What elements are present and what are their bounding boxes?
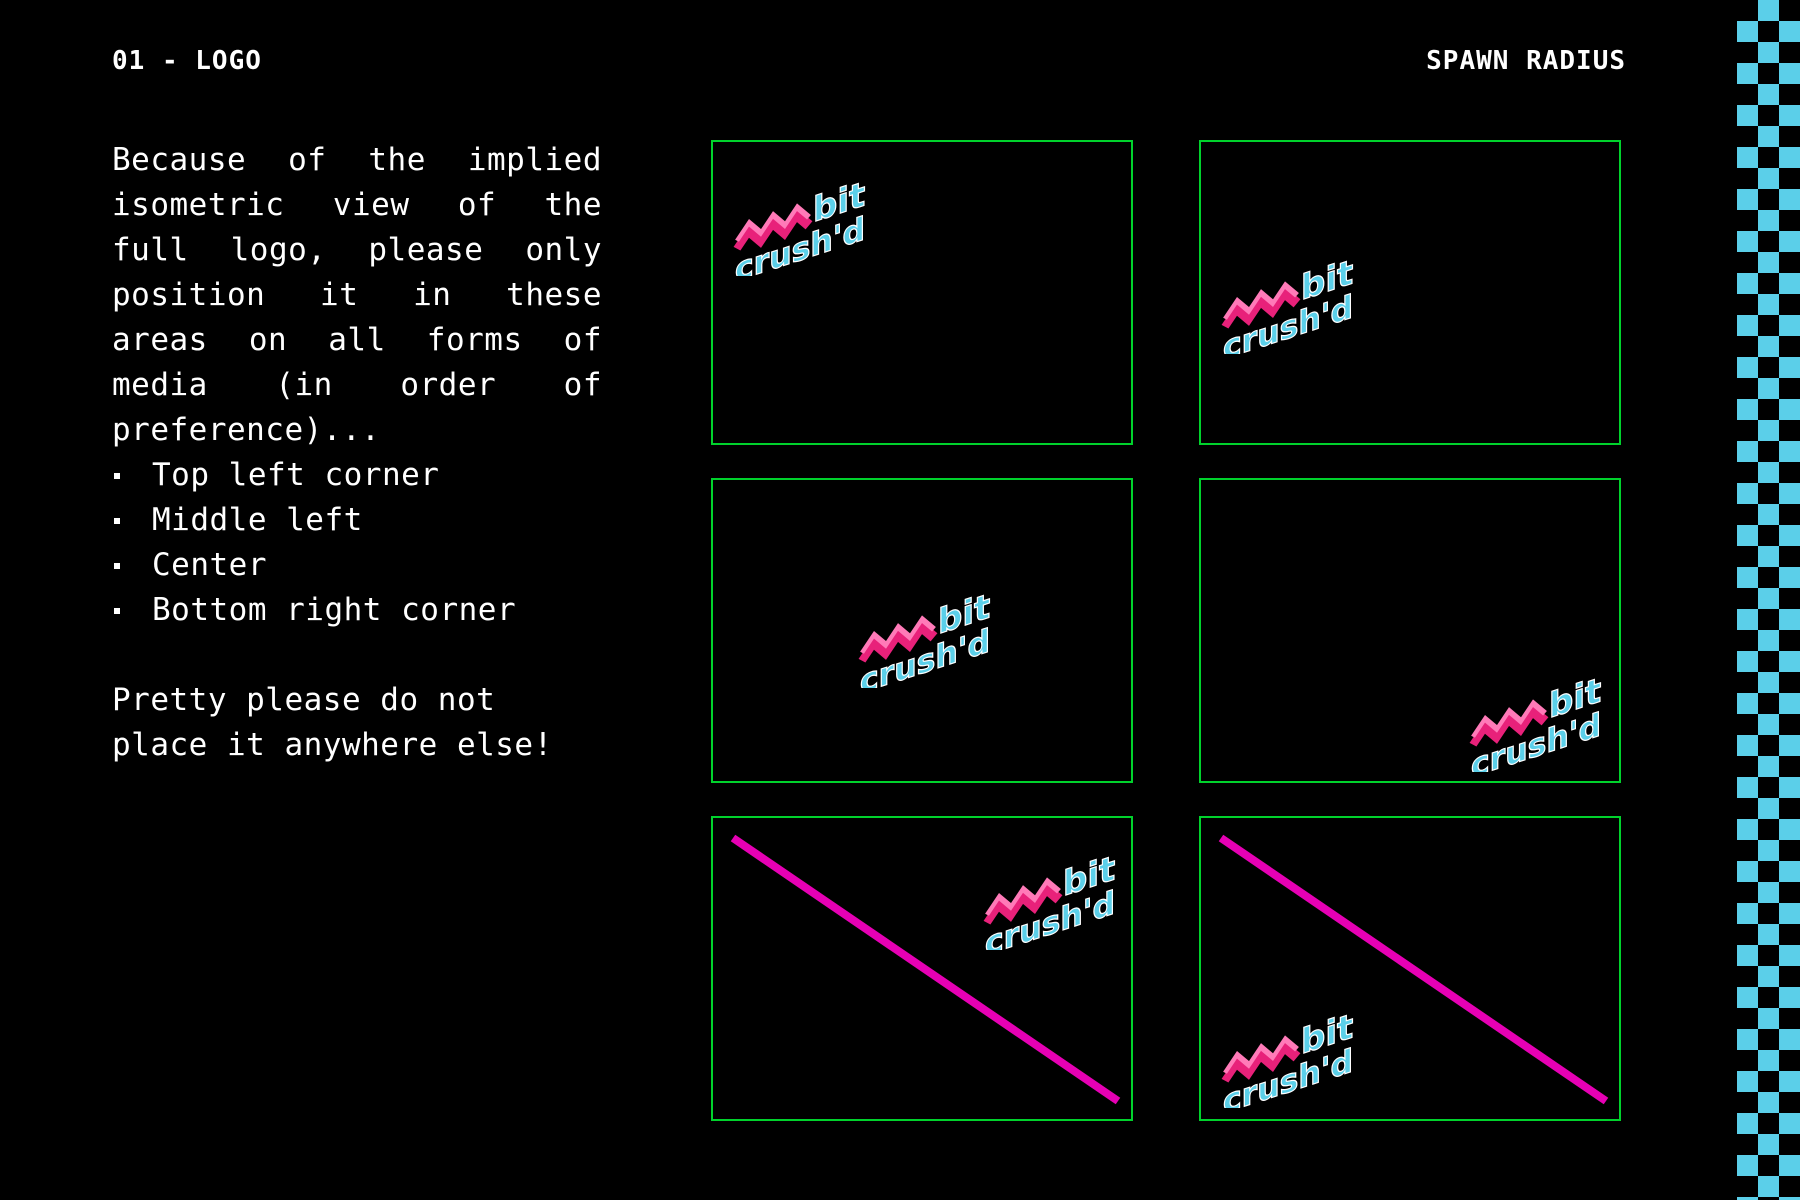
position-list: Top left corner Middle left Center Botto… (112, 453, 602, 633)
checkerboard-border (1737, 0, 1800, 1200)
guideline-text: Because of the implied isometric view of… (112, 138, 602, 768)
intro-paragraph: Because of the implied isometric view of… (112, 142, 602, 448)
position-item: Middle left (112, 498, 602, 543)
warning-paragraph: Pretty please do not place it anywhere e… (112, 682, 553, 763)
strike-line (730, 834, 1121, 1105)
page-title: SPAWN RADIUS (1426, 46, 1626, 76)
section-label: 01 - LOGO (112, 46, 262, 76)
position-item: Center (112, 543, 602, 588)
position-item: Bottom right corner (112, 588, 602, 633)
position-item: Top left corner (112, 453, 602, 498)
strike-line (1218, 834, 1609, 1105)
